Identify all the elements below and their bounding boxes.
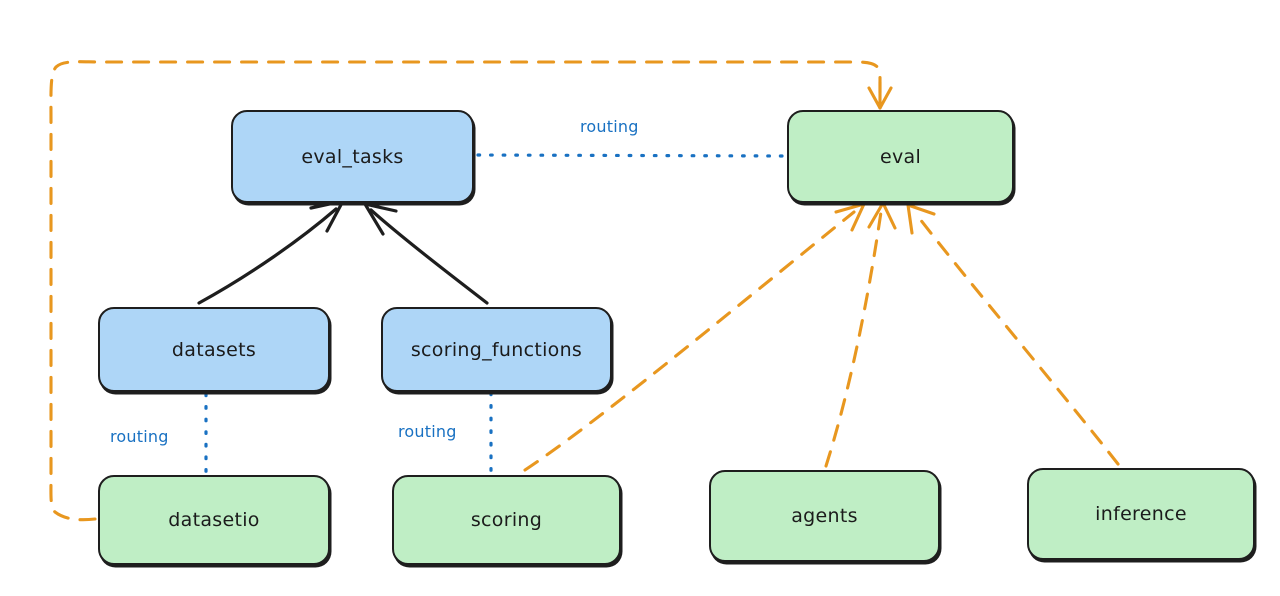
node-scoring[interactable]: scoring: [392, 475, 621, 565]
node-label: datasetio: [168, 509, 260, 531]
edge-scoring-to-eval: [523, 202, 866, 472]
node-eval-tasks[interactable]: eval_tasks: [231, 110, 474, 203]
edge-label-routing-eval-tasks: routing: [580, 117, 639, 136]
node-label: scoring_functions: [410, 338, 583, 361]
edge-inference-to-eval: [906, 203, 1120, 466]
edge-eval_tasks-to-eval: [476, 153, 786, 158]
edge-datasetio-to-eval: [49, 60, 893, 522]
edge-label-routing-datasets: routing: [110, 427, 169, 446]
node-inference[interactable]: inference: [1027, 468, 1255, 560]
node-label: inference: [1095, 503, 1187, 525]
node-label: datasets: [171, 338, 257, 361]
node-agents[interactable]: agents: [709, 470, 940, 562]
node-scoring-functions[interactable]: scoring_functions: [381, 307, 612, 392]
edge-label-routing-scoring-functions: routing: [398, 422, 457, 441]
edge-scoring_functions-to-eval_tasks: [363, 202, 489, 305]
node-eval[interactable]: eval: [787, 110, 1014, 203]
edge-datasets-to-eval_tasks: [197, 199, 345, 305]
node-datasets[interactable]: datasets: [98, 307, 330, 392]
edge-agents-to-eval: [824, 201, 897, 468]
node-label: scoring: [470, 509, 543, 531]
node-datasetio[interactable]: datasetio: [98, 475, 330, 565]
node-label: eval_tasks: [301, 145, 404, 168]
node-label: agents: [791, 505, 858, 527]
node-label: eval: [879, 145, 922, 168]
